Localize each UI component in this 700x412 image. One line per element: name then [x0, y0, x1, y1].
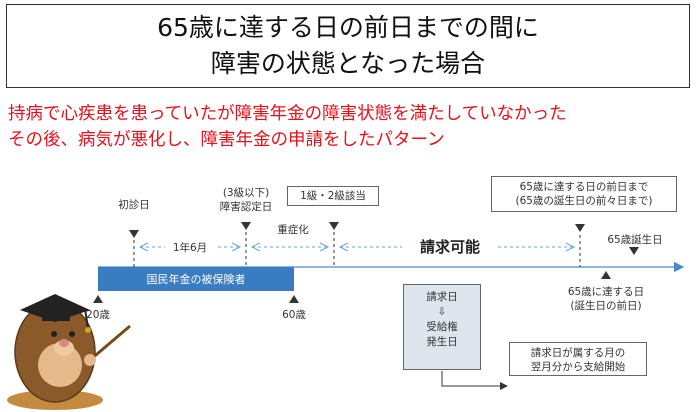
marker-age20	[93, 295, 103, 303]
grade-box: 1級・2級該当	[287, 186, 379, 206]
marker-birthday65	[629, 247, 639, 255]
entitlement-line-1: 受給権	[426, 321, 458, 333]
deadline-box: 65歳に達する日の前日まで (65歳の誕生日の前々日まで)	[491, 176, 677, 212]
label-one-year-six: 1年6月	[165, 240, 215, 255]
label-claimable: 請求可能	[419, 238, 480, 256]
payment-line-2: 翌月分から支給開始	[530, 361, 626, 373]
description-line-2: その後、病気が悪化し、障害年金の申請をしたパターン	[8, 130, 445, 150]
label-grade: (3級以下)	[222, 187, 270, 199]
claim-day-box: 請求日 ⇩ 受給権 発生日	[403, 284, 481, 370]
marker-first-visit	[129, 230, 139, 238]
claim-day-label: 請求日	[426, 291, 458, 303]
marker-recognition	[241, 222, 251, 230]
insured-bar: 国民年金の被保険者	[98, 267, 294, 291]
description-line-1: 持病で心疾患を患っていたが障害年金の障害状態を満たしていなかった	[8, 104, 567, 124]
entitlement-line-2: 発生日	[426, 336, 458, 348]
label-age60: 60歳	[282, 309, 306, 321]
marker-age60	[289, 295, 299, 303]
deadline-line-2: (65歳の誕生日の前々日まで)	[515, 195, 653, 207]
title-box: 65歳に達する日の前日までの間に 障害の状態となった場合	[6, 4, 690, 88]
label-first-visit: 初診日	[118, 199, 150, 211]
payment-line-1: 請求日が属する月の	[530, 347, 626, 359]
label-worsened: 重症化	[277, 224, 309, 236]
down-arrow-icon: ⇩	[437, 306, 447, 318]
deadline-line-1: 65歳に達する日の前日まで	[519, 181, 649, 193]
title-line-2: 障害の状態となった場合	[210, 49, 486, 78]
label-age20: 20歳	[86, 309, 110, 321]
label-birthday65: 65歳誕生日	[607, 234, 663, 246]
title-line-1: 65歳に達する日の前日までの間に	[157, 13, 539, 42]
marker-deadline	[575, 224, 585, 232]
mascot-mole-icon	[7, 294, 131, 410]
reach65-line-2: (誕生日の前日)	[570, 300, 642, 312]
reach65-label: 65歳に達する日 (誕生日の前日)	[556, 285, 656, 313]
payment-start-box: 請求日が属する月の 翌月分から支給開始	[509, 342, 647, 376]
marker-reach65	[601, 271, 611, 279]
marker-worsened	[329, 222, 339, 230]
label-recognition-date: 障害認定日	[219, 201, 273, 213]
reach65-line-1: 65歳に達する日	[567, 286, 645, 298]
